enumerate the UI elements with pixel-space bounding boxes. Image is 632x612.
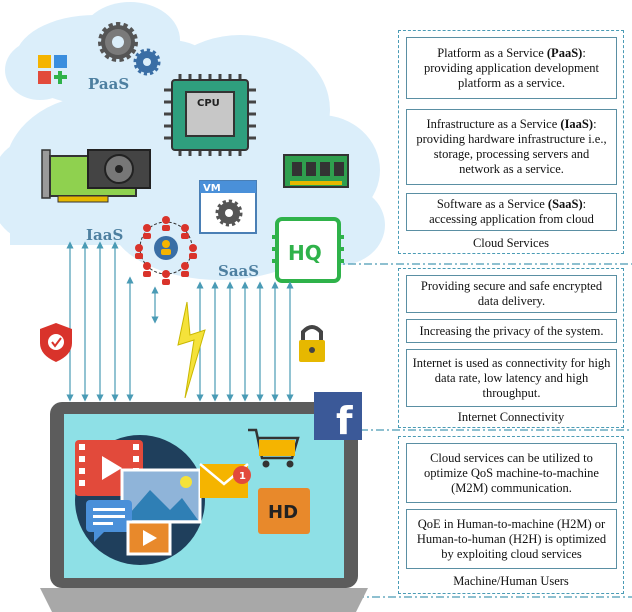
security-text: Providing secure and safe encrypted data… — [420, 279, 603, 308]
connectivity-box: Internet is used as connectivity for hig… — [406, 349, 617, 407]
user-network-icon — [135, 216, 197, 285]
graphics-card-icon — [41, 149, 151, 203]
shield-icon — [40, 323, 72, 362]
image-icon — [120, 468, 202, 524]
security-box: Providing secure and safe encrypted data… — [406, 275, 617, 313]
virtual-machine-icon — [199, 180, 257, 234]
ram-icon — [283, 154, 349, 188]
users-caption: Machine/Human Users — [453, 574, 569, 588]
paas-desc-post: : providing application development plat… — [424, 45, 599, 90]
paas-desc-pre: Platform as a Service — [437, 45, 547, 60]
users-panel: Cloud services can be utilized to optimi… — [398, 436, 624, 594]
saas-box: Software as a Service (SaaS): accessing … — [406, 193, 617, 231]
iaas-desc-pre: Infrastructure as a Service — [426, 117, 561, 131]
paas-desc-abbr: (PaaS) — [546, 45, 583, 60]
internet-connectivity-panel: Providing secure and safe encrypted data… — [398, 268, 624, 428]
saas-desc-pre: Software as a Service — [436, 197, 548, 211]
email-icon — [199, 463, 251, 498]
hd-icon — [258, 488, 310, 534]
iaas-box: Infrastructure as a Service (IaaS): prov… — [406, 109, 617, 185]
privacy-text: Increasing the privacy of the system. — [419, 323, 604, 338]
cpu-label: CPU — [197, 98, 220, 109]
saas-desc-abbr: (SaaS) — [547, 197, 583, 211]
connectivity-arrows — [66, 241, 294, 402]
vm-label: VM — [203, 183, 221, 194]
apps-grid-icon — [38, 55, 67, 84]
privacy-box: Increasing the privacy of the system. — [406, 319, 617, 343]
m2m-text: Cloud services can be utilized to optimi… — [424, 450, 599, 495]
mail-badge-count: 1 — [239, 471, 246, 482]
paas-box: Platform as a Service (PaaS): providing … — [406, 37, 617, 99]
lightning-icon — [177, 301, 206, 399]
facebook-letter: f — [336, 399, 353, 443]
cpu-icon — [164, 74, 256, 156]
connectivity-text: Internet is used as connectivity for hig… — [412, 355, 611, 400]
gears-icon — [98, 22, 161, 76]
hd-label: HD — [268, 502, 298, 523]
hq-label: HQ — [288, 241, 322, 265]
m2m-box: Cloud services can be utilized to optimi… — [406, 443, 617, 503]
paas-label: PaaS — [88, 75, 129, 93]
saas-label: SaaS — [218, 262, 259, 280]
chat-icon — [86, 500, 132, 542]
cloud-services-caption: Cloud Services — [472, 236, 550, 250]
cloud-services-panel: Platform as a Service (PaaS): providing … — [398, 30, 624, 254]
shopping-cart-icon — [248, 428, 300, 468]
h2m-box: QoE in Human-to-machine (H2M) or Human-t… — [406, 509, 617, 569]
h2m-text: QoE in Human-to-machine (H2M) or Human-t… — [416, 516, 607, 561]
iaas-desc-post: : providing hardware infrastructure i.e.… — [416, 117, 607, 176]
internet-connectivity-caption: Internet Connectivity — [457, 410, 565, 424]
iaas-desc-abbr: (IaaS) — [560, 117, 594, 131]
hq-icon — [272, 217, 344, 283]
iaas-label: IaaS — [86, 226, 123, 244]
play-icon — [126, 520, 172, 556]
layer-separator — [300, 263, 632, 598]
facebook-icon — [314, 392, 362, 440]
saas-desc-post: : accessing application from cloud — [429, 197, 594, 226]
lock-icon — [299, 325, 325, 362]
